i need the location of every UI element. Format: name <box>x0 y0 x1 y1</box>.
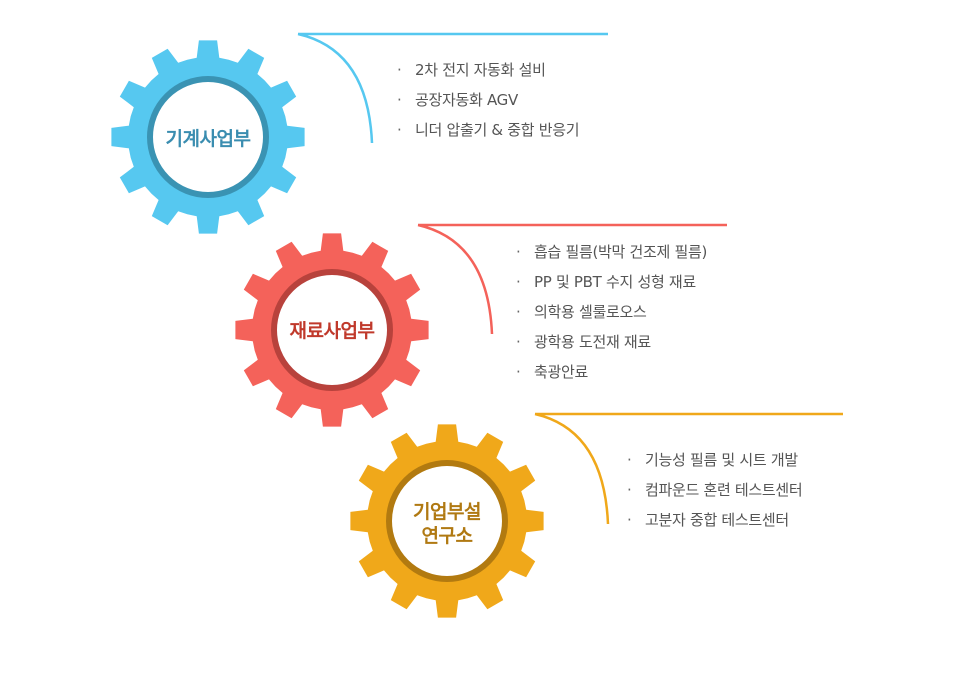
list-item: ·컴파운드 혼련 테스트센터 <box>627 481 803 499</box>
list-item: ·공장자동화 AGV <box>397 91 518 109</box>
list-item: ·기능성 필름 및 시트 개발 <box>627 451 798 469</box>
unit-title-research: 기업부설 연구소 <box>413 500 481 548</box>
item-list-mechanical: ·2차 전지 자동화 설비 ·공장자동화 AGV ·니더 압출기 & 중합 반응… <box>397 55 580 145</box>
connector-mechanical <box>297 32 608 144</box>
gear-center-ring <box>386 460 508 582</box>
connector-research <box>534 412 843 525</box>
item-list-materials: ·흡습 필름(박막 건조제 필름) ·PP 및 PBT 수지 성형 재료 ·의학… <box>516 237 707 387</box>
gear-icon-research <box>350 424 544 618</box>
list-item: ·PP 및 PBT 수지 성형 재료 <box>516 273 696 291</box>
list-item: ·축광안료 <box>516 363 589 381</box>
unit-title-mechanical: 기계사업부 <box>165 128 251 150</box>
gear-icon-materials <box>235 233 429 427</box>
gear-icon-mechanical <box>111 40 305 234</box>
list-item: ·2차 전지 자동화 설비 <box>397 61 546 79</box>
list-item: ·의학용 셀룰로오스 <box>516 303 647 321</box>
unit-title-line: 연구소 <box>421 525 473 547</box>
unit-title-line: 기업부설 <box>413 501 481 523</box>
list-item: ·흡습 필름(박막 건조제 필름) <box>516 243 708 261</box>
list-item: ·광학용 도전재 재료 <box>516 333 651 351</box>
list-item: ·고분자 중합 테스트센터 <box>627 511 789 529</box>
gear-center-ring <box>147 76 269 198</box>
item-list-research: ·기능성 필름 및 시트 개발 ·컴파운드 혼련 테스트센터 ·고분자 중합 테… <box>627 445 803 535</box>
gear-center-ring <box>271 269 393 391</box>
unit-title-materials: 재료사업부 <box>289 320 375 342</box>
list-item: ·니더 압출기 & 중합 반응기 <box>397 121 580 139</box>
connector-materials <box>417 223 727 335</box>
